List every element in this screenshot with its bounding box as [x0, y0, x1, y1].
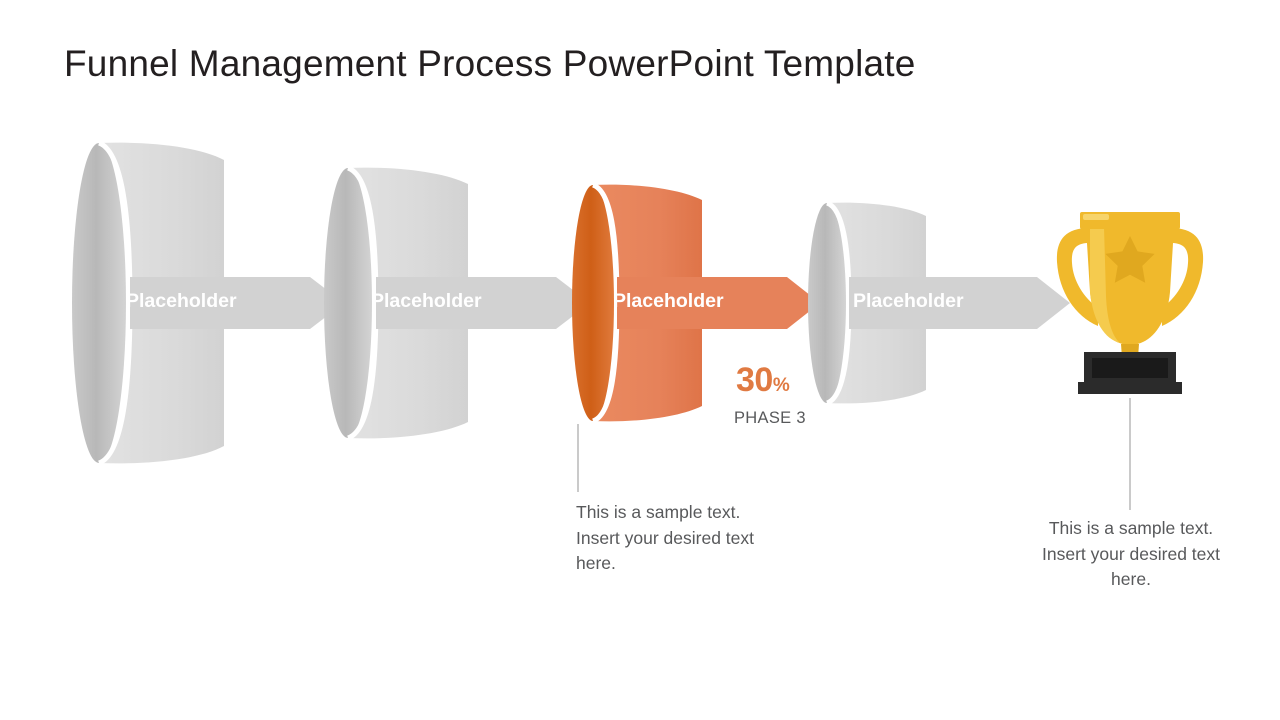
funnel-label-4: Placeholder [853, 290, 964, 312]
phase-label: PHASE 3 [734, 409, 806, 427]
funnel-4-left-face [808, 203, 846, 403]
funnel-1-left-face [72, 143, 126, 463]
percent-sign: % [772, 375, 790, 396]
description-trophy: This is a sample text. Insert your desir… [1042, 518, 1220, 590]
funnel-arrow-4 [849, 277, 1070, 329]
funnel-label-2: Placeholder [371, 290, 482, 312]
page-title: Funnel Management Process PowerPoint Tem… [64, 43, 916, 84]
funnel-2-left-face [324, 168, 372, 438]
description-phase3: This is a sample text. Insert your desir… [576, 502, 754, 574]
percent-value: 30 [736, 361, 773, 399]
funnel-label-1: Placeholder [126, 290, 237, 312]
trophy-icon [1056, 212, 1204, 394]
funnel-3-left-face [572, 185, 614, 421]
funnel-arrow-1 [130, 277, 344, 329]
funnel-arrow-2 [376, 277, 590, 329]
funnel-arrow-3 [617, 277, 820, 329]
phase-percentage: 30% [736, 363, 790, 397]
funnel-label-3: Placeholder [613, 290, 724, 312]
